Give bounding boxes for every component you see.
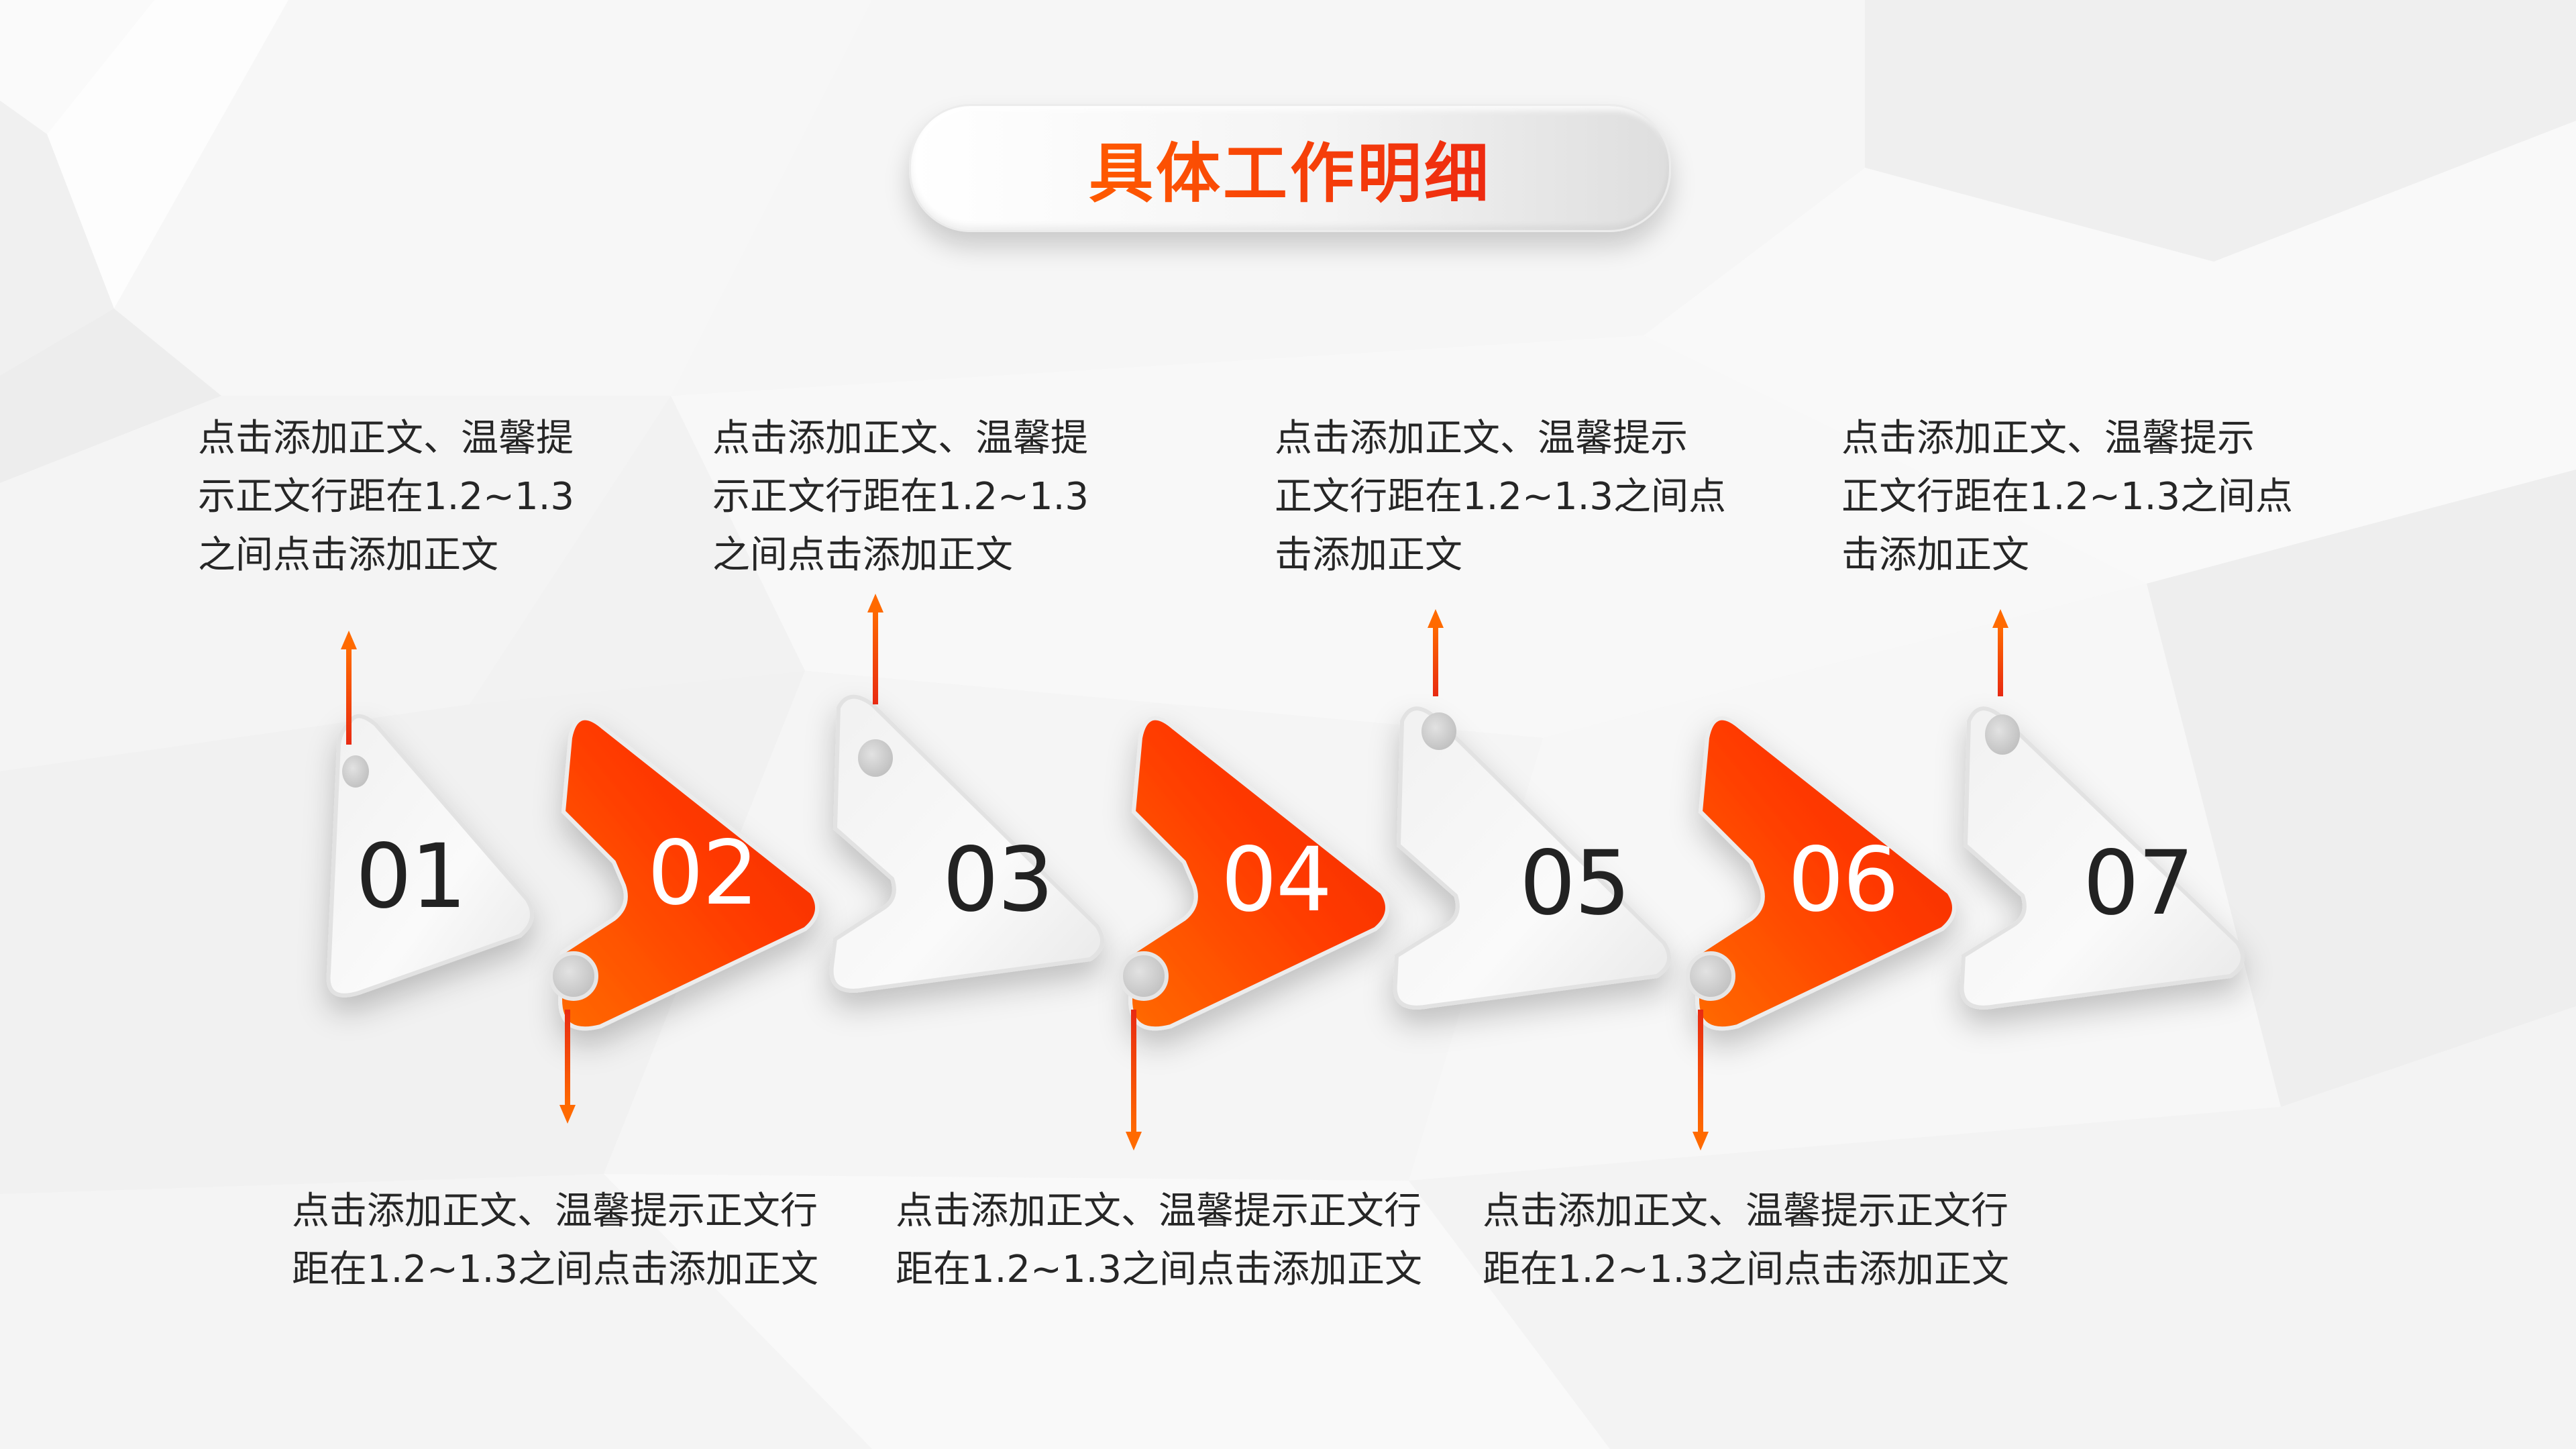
page-title: 具体工作明细 xyxy=(1089,121,1491,215)
arrow-up-icon xyxy=(867,594,883,704)
description-line: 点击添加正文、温馨提示正文行 xyxy=(292,1189,818,1233)
description-line: 点击添加正文、温馨提示正文行 xyxy=(896,1189,1421,1233)
arrow-up-icon xyxy=(341,631,357,745)
description-line: 距在1.2~1.3之间点击添加正文 xyxy=(292,1248,819,1291)
step-01-description[interactable]: 点击添加正文、温馨提 示正文行距在1.2~1.3 之间点击添加正文 xyxy=(198,409,574,584)
description-line: 示正文行距在1.2~1.3 xyxy=(198,475,575,519)
step-tag-06[interactable]: 06 xyxy=(1674,698,1962,1031)
description-line: 距在1.2~1.3之间点击添加正文 xyxy=(896,1248,1423,1291)
arrow-up-icon xyxy=(1992,609,2008,696)
description-line: 点击添加正文、温馨提示正文行 xyxy=(1483,1189,2008,1233)
step-number: 07 xyxy=(2083,832,2194,935)
title-banner: 具体工作明细 xyxy=(909,104,1671,232)
step-number: 02 xyxy=(647,822,759,925)
arrow-down-icon xyxy=(1126,1010,1142,1150)
step-tag-07[interactable]: 07 xyxy=(1942,694,2251,1016)
step-03-description[interactable]: 点击添加正文、温馨提 示正文行距在1.2~1.3 之间点击添加正文 xyxy=(712,409,1089,584)
step-tag-01[interactable]: 01 xyxy=(302,704,543,1000)
description-line: 距在1.2~1.3之间点击添加正文 xyxy=(1483,1248,2010,1291)
description-line: 击添加正文 xyxy=(1275,533,1462,577)
step-02-description[interactable]: 点击添加正文、温馨提示正文行 距在1.2~1.3之间点击添加正文 xyxy=(292,1182,818,1299)
description-line: 点击添加正文、温馨提示 xyxy=(1841,417,2255,460)
description-line: 点击添加正文、温馨提 xyxy=(198,417,574,460)
description-line: 点击添加正文、温馨提 xyxy=(712,417,1088,460)
step-number: 04 xyxy=(1221,828,1332,932)
step-number: 01 xyxy=(356,825,467,928)
step-tag-04[interactable]: 04 xyxy=(1107,698,1395,1031)
description-line: 点击添加正文、温馨提示 xyxy=(1275,417,1688,460)
step-number: 03 xyxy=(943,828,1054,932)
step-06-description[interactable]: 点击添加正文、温馨提示正文行 距在1.2~1.3之间点击添加正文 xyxy=(1483,1182,2009,1299)
step-number: 05 xyxy=(1519,832,1631,935)
description-line: 示正文行距在1.2~1.3 xyxy=(712,475,1089,519)
step-tag-03[interactable]: 03 xyxy=(815,684,1110,1000)
description-line: 击添加正文 xyxy=(1841,533,2029,577)
step-04-description[interactable]: 点击添加正文、温馨提示正文行 距在1.2~1.3之间点击添加正文 xyxy=(896,1182,1422,1299)
step-07-description[interactable]: 点击添加正文、温馨提示 正文行距在1.2~1.3之间点 击添加正文 xyxy=(1841,409,2293,584)
description-line: 正文行距在1.2~1.3之间点 xyxy=(1275,475,1727,519)
step-tag-05[interactable]: 05 xyxy=(1375,694,1677,1016)
description-line: 正文行距在1.2~1.3之间点 xyxy=(1841,475,2294,519)
arrow-up-icon xyxy=(1428,609,1444,696)
step-number: 06 xyxy=(1788,828,1899,932)
arrow-down-icon xyxy=(559,1010,576,1124)
description-line: 之间点击添加正文 xyxy=(198,533,498,577)
step-05-description[interactable]: 点击添加正文、温馨提示 正文行距在1.2~1.3之间点 击添加正文 xyxy=(1275,409,1726,584)
arrow-down-icon xyxy=(1693,1010,1709,1150)
step-tag-02[interactable]: 02 xyxy=(537,698,825,1031)
description-line: 之间点击添加正文 xyxy=(712,533,1013,577)
